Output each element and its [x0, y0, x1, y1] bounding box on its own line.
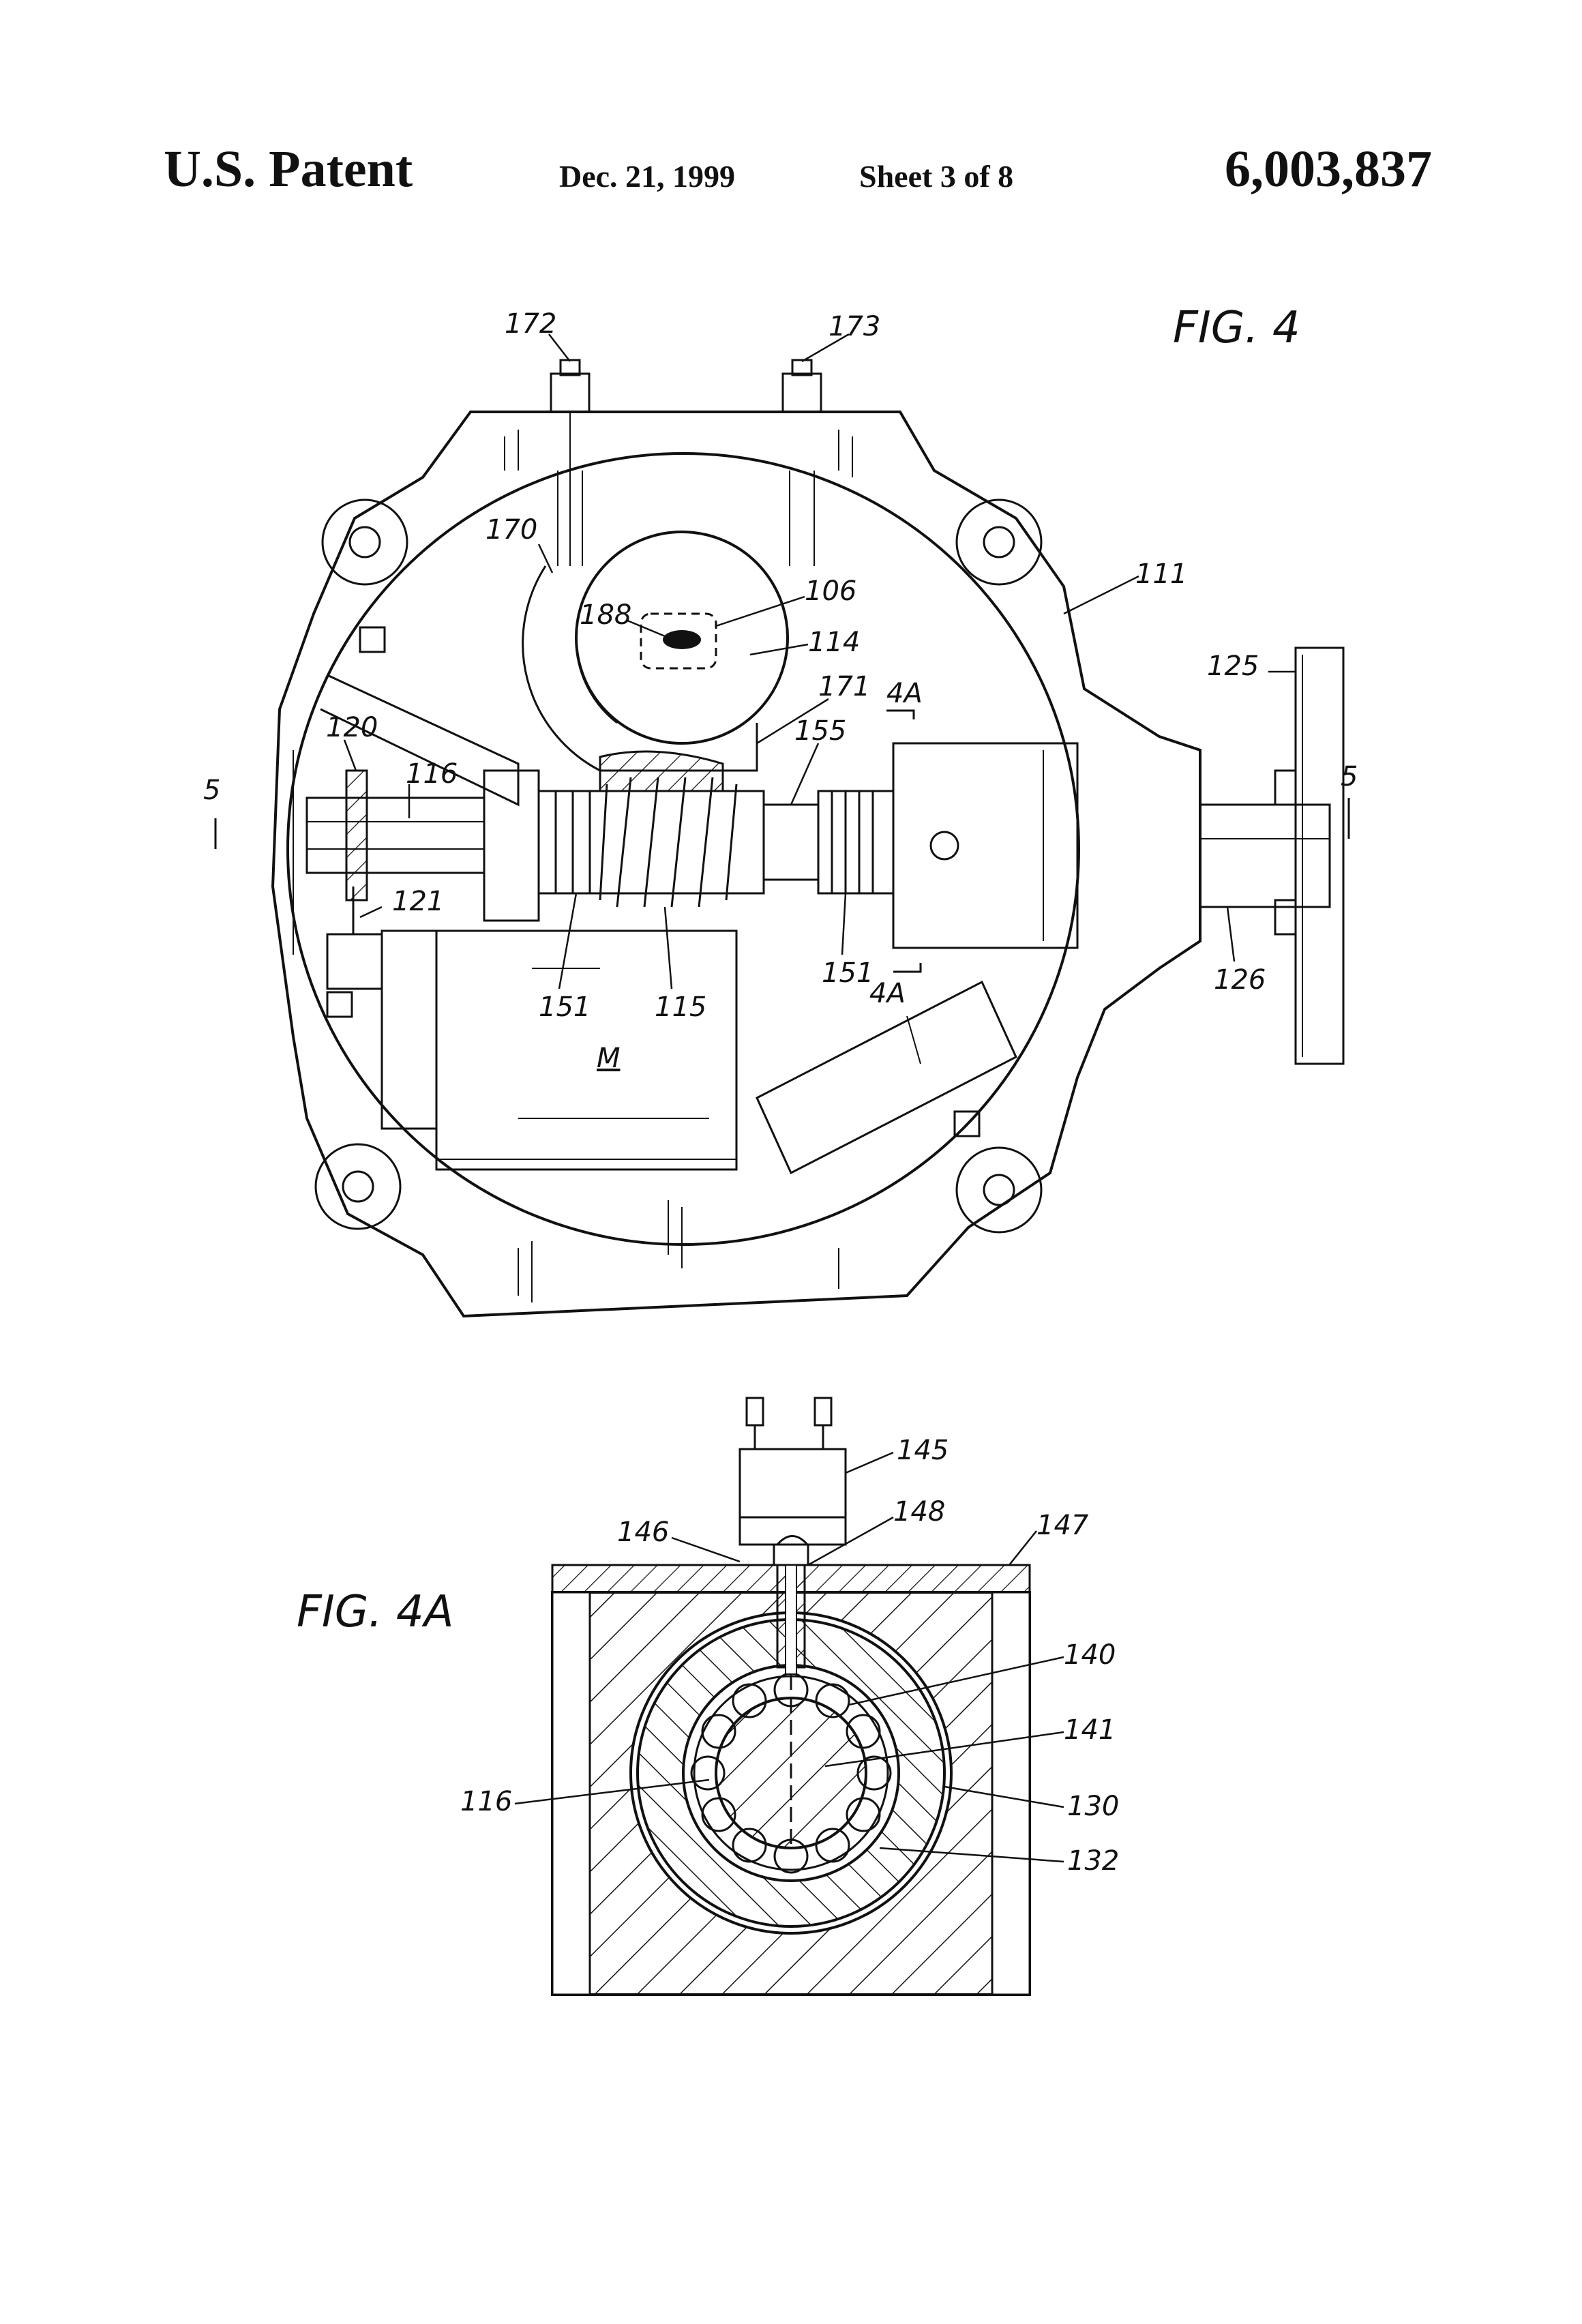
- gear-120: [345, 769, 368, 902]
- switch-145: [738, 1397, 847, 1546]
- section-arrow-4a-bottom: [893, 963, 922, 973]
- label-173: 173: [829, 311, 880, 342]
- label-114: 114: [808, 627, 860, 658]
- flange-125: [1274, 646, 1345, 1065]
- label-171: 171: [818, 671, 870, 702]
- spring-151-right: [817, 790, 895, 895]
- label-151-left: 151: [539, 992, 591, 1023]
- housing-shading: [293, 430, 853, 1302]
- lug-bottom-right: [955, 1146, 1043, 1234]
- label-4a-bottom: 4A: [869, 978, 906, 1009]
- label-115: 115: [655, 992, 706, 1023]
- fig4-leaders: [343, 333, 1296, 989]
- shaft-155: [762, 803, 820, 881]
- lug-top-right: [955, 498, 1043, 586]
- label-140: 140: [1064, 1639, 1116, 1671]
- label-146: 146: [617, 1517, 669, 1548]
- label-148: 148: [893, 1496, 945, 1528]
- lug-top-left: [321, 498, 408, 586]
- label-132: 132: [1067, 1845, 1119, 1877]
- wheel-hub-170: [575, 637, 618, 724]
- end-block: [892, 742, 1079, 949]
- mount-tab-lower: [326, 991, 353, 1018]
- label-155: 155: [794, 715, 846, 747]
- lug-bottom-left: [314, 1143, 402, 1230]
- mount-tab-left: [359, 626, 386, 653]
- section-arrow-4a-top: [886, 709, 915, 719]
- component-plate: [756, 980, 1017, 1175]
- label-145: 145: [897, 1435, 949, 1466]
- fig4a-leaders: [514, 1451, 1064, 1863]
- header-sheet-number: Sheet 3 of 8: [859, 159, 1014, 194]
- fig4a: FIG. 4A: [297, 1397, 1119, 1996]
- label-121: 121: [392, 886, 444, 917]
- worm-115: [537, 750, 765, 908]
- label-125: 125: [1207, 651, 1259, 682]
- header-patent-number: 6,003,837: [1225, 140, 1432, 198]
- label-188: 188: [580, 599, 631, 631]
- probe-148: [773, 1543, 809, 1690]
- fig4a-title: FIG. 4A: [297, 1587, 453, 1637]
- fig4-title: FIG. 4: [1173, 303, 1300, 353]
- wheel-rim: [522, 565, 758, 772]
- label-5-left: 5: [203, 775, 220, 806]
- fig4: FIG. 4: [203, 303, 1358, 1318]
- label-172: 172: [505, 308, 556, 340]
- bolt-172: [550, 359, 591, 566]
- label-170: 170: [486, 514, 537, 546]
- label-106: 106: [805, 576, 856, 607]
- label-130: 130: [1067, 1791, 1119, 1822]
- label-4a-top: 4A: [886, 678, 923, 709]
- bolt-173: [781, 359, 822, 566]
- label-120: 120: [326, 712, 378, 743]
- mount-tab-right: [953, 1110, 981, 1137]
- header-us-patent: U.S. Patent: [164, 140, 413, 198]
- output-shaft-126: [1199, 803, 1331, 908]
- motor-m: [326, 887, 738, 1171]
- header-date: Dec. 21, 1999: [559, 159, 736, 194]
- label-111: 111: [1135, 558, 1187, 590]
- slot-188: [663, 630, 701, 649]
- label-116: 116: [406, 758, 458, 790]
- bracket: [320, 674, 520, 807]
- label-147: 147: [1036, 1510, 1089, 1541]
- label-motor-m: M: [597, 1043, 621, 1074]
- label-151-right: 151: [822, 957, 874, 989]
- shaft-116: [305, 796, 486, 874]
- label-116-fig4a: 116: [460, 1786, 512, 1817]
- label-126: 126: [1214, 964, 1266, 996]
- label-141: 141: [1064, 1714, 1116, 1746]
- label-5-right: 5: [1341, 761, 1358, 792]
- housing-bore: [286, 452, 1080, 1246]
- output-drive-106: [640, 612, 717, 670]
